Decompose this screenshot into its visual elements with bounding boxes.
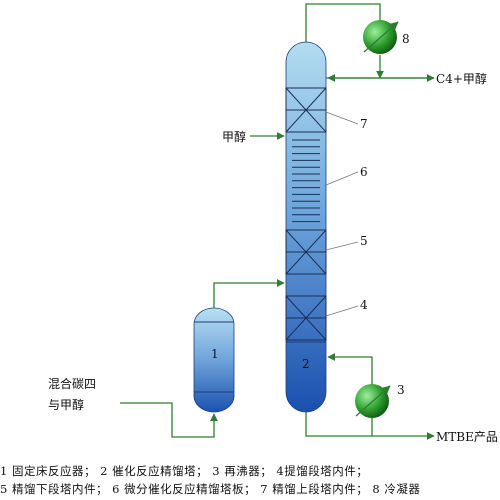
number-4: 4 [360,298,368,312]
number-1: 1 [211,347,219,361]
packing-section-4 [285,295,327,341]
number-7: 7 [360,117,368,131]
pipe-lines [120,3,435,440]
mixed-feed-label-line2: 与甲醇 [48,398,85,412]
number-8: 8 [402,32,410,46]
reboiler [355,384,391,418]
number-3: 3 [397,383,405,397]
methanol-feed-label: 甲醇 [222,130,247,144]
top-product-label: C4+甲醇 [436,72,487,86]
pipe-bottom-product [305,412,435,440]
mixed-feed-label-line1: 混合碳四 [48,377,97,391]
pipe-overhead-vapor [305,3,381,44]
pipe-reactor-to-column [213,279,285,308]
condenser [363,20,399,54]
caption-line-1: 1 固定床反应器； 2 催化反应精馏塔； 3 再沸器； 4提馏段塔内件； [0,464,369,478]
packing-section-7 [285,87,327,133]
packing-section-5 [285,229,327,275]
bottom-product-label: MTBE产品 [436,430,498,444]
number-2: 2 [302,357,310,371]
pipe-reboiler-return [327,353,373,385]
leader-lines [325,111,359,317]
number-5: 5 [360,234,368,248]
caption-line-2: 5 精馏下段塔内件； 6 微分催化反应精馏塔板； 7 精馏上段塔内件； 8 冷凝… [0,482,421,496]
tray-section-6 [292,139,320,223]
pipe-mixed-feed [120,402,218,438]
number-6: 6 [360,165,368,179]
fixed-bed-reactor [193,307,235,413]
